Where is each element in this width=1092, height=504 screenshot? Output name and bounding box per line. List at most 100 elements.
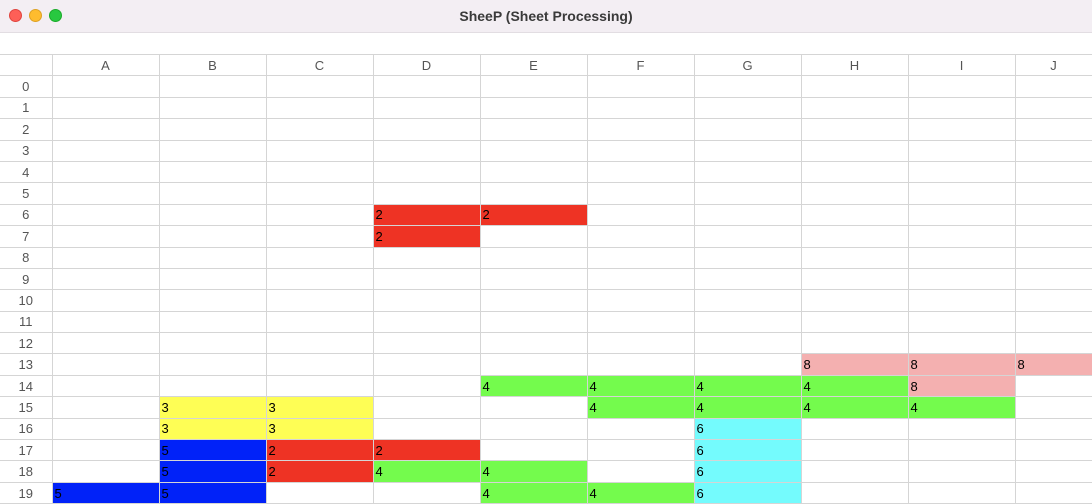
cell-e1[interactable] bbox=[479, 96, 588, 120]
column-header-i[interactable]: I bbox=[907, 53, 1016, 77]
cell-e6[interactable]: 2 bbox=[479, 203, 588, 227]
cell-e5[interactable] bbox=[479, 182, 588, 205]
cell-c2[interactable] bbox=[265, 118, 374, 141]
cell-g14[interactable]: 4 bbox=[693, 374, 802, 398]
cell-g4[interactable] bbox=[693, 160, 802, 184]
row-header[interactable]: 4 bbox=[0, 160, 53, 184]
cell-d2[interactable] bbox=[372, 118, 481, 141]
cell-b18[interactable]: 5 bbox=[158, 460, 267, 483]
row-header[interactable]: 11 bbox=[0, 310, 53, 334]
cell-a2[interactable] bbox=[51, 118, 160, 141]
cell-c16[interactable]: 3 bbox=[265, 417, 374, 441]
cell-c17[interactable]: 2 bbox=[265, 439, 374, 462]
row-header[interactable]: 5 bbox=[0, 182, 53, 205]
cell-g10[interactable] bbox=[693, 289, 802, 312]
cell-h3[interactable] bbox=[800, 139, 909, 162]
cell-h16[interactable] bbox=[800, 417, 909, 441]
cell-c5[interactable] bbox=[265, 182, 374, 205]
cell-d19[interactable] bbox=[372, 481, 481, 504]
row-header[interactable]: 18 bbox=[0, 460, 53, 483]
cell-c15[interactable]: 3 bbox=[265, 396, 374, 419]
cell-f4[interactable] bbox=[586, 160, 695, 184]
cell-f14[interactable]: 4 bbox=[586, 374, 695, 398]
row-header[interactable]: 15 bbox=[0, 396, 53, 419]
cell-b2[interactable] bbox=[158, 118, 267, 141]
cell-f6[interactable] bbox=[586, 203, 695, 227]
cell-f18[interactable] bbox=[586, 460, 695, 483]
row-header[interactable]: 12 bbox=[0, 332, 53, 355]
cell-b3[interactable] bbox=[158, 139, 267, 162]
cell-i13[interactable]: 8 bbox=[907, 353, 1016, 376]
cell-c6[interactable] bbox=[265, 203, 374, 227]
cell-h11[interactable] bbox=[800, 310, 909, 334]
row-header[interactable]: 1 bbox=[0, 96, 53, 120]
cell-h18[interactable] bbox=[800, 460, 909, 483]
cell-j15[interactable] bbox=[1014, 396, 1092, 419]
cell-h12[interactable] bbox=[800, 332, 909, 355]
cell-e9[interactable] bbox=[479, 267, 588, 291]
cell-e11[interactable] bbox=[479, 310, 588, 334]
column-header-g[interactable]: G bbox=[693, 53, 802, 77]
cell-i2[interactable] bbox=[907, 118, 1016, 141]
cell-j16[interactable] bbox=[1014, 417, 1092, 441]
cell-b0[interactable] bbox=[158, 75, 267, 98]
cell-g16[interactable]: 6 bbox=[693, 417, 802, 441]
row-header[interactable]: 13 bbox=[0, 353, 53, 376]
cell-g19[interactable]: 6 bbox=[693, 481, 802, 504]
cell-d9[interactable] bbox=[372, 267, 481, 291]
cell-d8[interactable] bbox=[372, 246, 481, 269]
cell-e13[interactable] bbox=[479, 353, 588, 376]
cell-h13[interactable]: 8 bbox=[800, 353, 909, 376]
cell-b17[interactable]: 5 bbox=[158, 439, 267, 462]
cell-h14[interactable]: 4 bbox=[800, 374, 909, 398]
cell-e12[interactable] bbox=[479, 332, 588, 355]
row-header[interactable]: 6 bbox=[0, 203, 53, 227]
cell-e8[interactable] bbox=[479, 246, 588, 269]
cell-c9[interactable] bbox=[265, 267, 374, 291]
row-header[interactable]: 7 bbox=[0, 225, 53, 248]
cell-d17[interactable]: 2 bbox=[372, 439, 481, 462]
cell-h5[interactable] bbox=[800, 182, 909, 205]
cell-a5[interactable] bbox=[51, 182, 160, 205]
cell-c11[interactable] bbox=[265, 310, 374, 334]
cell-g8[interactable] bbox=[693, 246, 802, 269]
row-header[interactable]: 16 bbox=[0, 417, 53, 441]
cell-b9[interactable] bbox=[158, 267, 267, 291]
cell-d16[interactable] bbox=[372, 417, 481, 441]
cell-c3[interactable] bbox=[265, 139, 374, 162]
column-header-f[interactable]: F bbox=[586, 53, 695, 77]
cell-g2[interactable] bbox=[693, 118, 802, 141]
cell-a1[interactable] bbox=[51, 96, 160, 120]
cell-b11[interactable] bbox=[158, 310, 267, 334]
cell-c4[interactable] bbox=[265, 160, 374, 184]
cell-b8[interactable] bbox=[158, 246, 267, 269]
cell-i11[interactable] bbox=[907, 310, 1016, 334]
cell-d12[interactable] bbox=[372, 332, 481, 355]
cell-a10[interactable] bbox=[51, 289, 160, 312]
cell-j7[interactable] bbox=[1014, 225, 1092, 248]
cell-f1[interactable] bbox=[586, 96, 695, 120]
cell-i8[interactable] bbox=[907, 246, 1016, 269]
cell-a16[interactable] bbox=[51, 417, 160, 441]
cell-i0[interactable] bbox=[907, 75, 1016, 98]
column-header-b[interactable]: B bbox=[158, 53, 267, 77]
cell-a3[interactable] bbox=[51, 139, 160, 162]
cell-a18[interactable] bbox=[51, 460, 160, 483]
cell-g0[interactable] bbox=[693, 75, 802, 98]
column-header-d[interactable]: D bbox=[372, 53, 481, 77]
cell-i6[interactable] bbox=[907, 203, 1016, 227]
cell-e14[interactable]: 4 bbox=[479, 374, 588, 398]
cell-c10[interactable] bbox=[265, 289, 374, 312]
cell-b16[interactable]: 3 bbox=[158, 417, 267, 441]
cell-g11[interactable] bbox=[693, 310, 802, 334]
cell-i12[interactable] bbox=[907, 332, 1016, 355]
column-header-e[interactable]: E bbox=[479, 53, 588, 77]
cell-b1[interactable] bbox=[158, 96, 267, 120]
cell-b19[interactable]: 5 bbox=[158, 481, 267, 504]
cell-f12[interactable] bbox=[586, 332, 695, 355]
cell-c18[interactable]: 2 bbox=[265, 460, 374, 483]
cell-e19[interactable]: 4 bbox=[479, 481, 588, 504]
cell-b15[interactable]: 3 bbox=[158, 396, 267, 419]
zoom-window-button[interactable] bbox=[49, 9, 62, 22]
cell-i10[interactable] bbox=[907, 289, 1016, 312]
